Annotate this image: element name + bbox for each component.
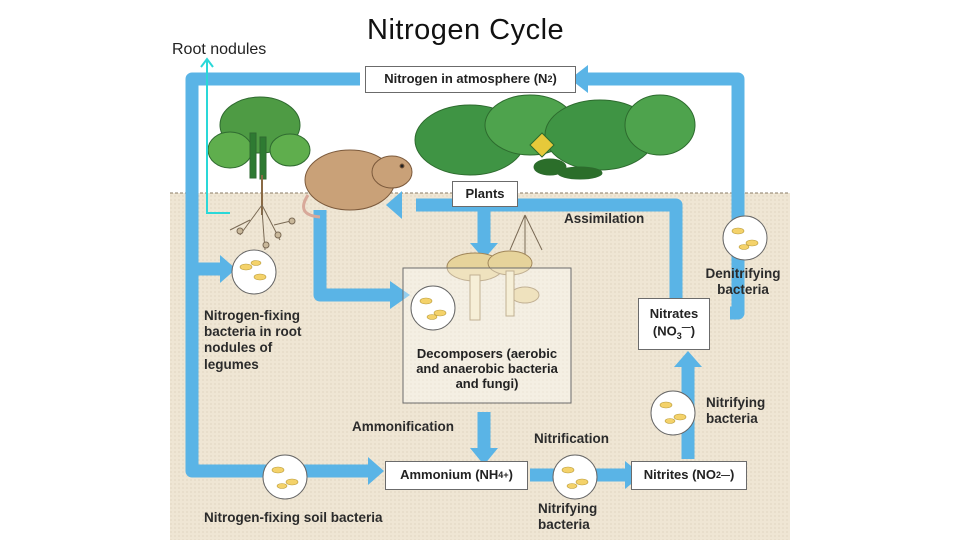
plants-text: Plants [465,185,505,201]
squash-roots [509,214,543,255]
plants-box: Plants [452,181,518,207]
bacteria-circle-nodules [231,249,277,295]
ammonium-text: Ammonium (NH [400,467,499,483]
squash-plant [414,94,696,180]
atmosphere-end: ) [552,71,557,87]
ammonium-sup: + [503,470,509,481]
bacteria-circle-nitrifying-bottom [552,454,598,500]
bacteria-cells [239,227,759,489]
root-system [229,204,296,251]
decomposers-label: Decomposers (aerobic and anaerobic bacte… [404,342,570,397]
decomposers-text: Decomposers (aerobic and anaerobic bacte… [416,346,558,391]
legume-plant [207,96,311,215]
ammonium-sub: 4 [498,470,504,481]
assimilation-label: Assimilation [564,211,645,226]
nitrification-label: Nitrification [534,431,610,446]
callout-line [200,57,230,214]
soil-bacteria-label: Nitrogen-fixing soil bacteria [204,510,383,525]
nitrites-sub: 2 [715,470,721,481]
bacteria-circles [231,215,768,500]
denitrification-arrow [588,72,745,320]
nitrates-formula: (NO [652,323,677,339]
nitrites-end: ) [729,467,735,483]
mushrooms [446,250,540,321]
nitrites-sup: — [720,470,730,481]
nitrates-box: Nitrates (NO3—) [638,298,710,350]
denitrifying-label: Denitrifying bacteria [705,266,781,298]
plant-to-decomposer-arrow [313,210,392,302]
nitrates-line2: (NO3—) [653,322,695,341]
nitrates-line1: Nitrates [649,305,699,321]
ammonification-label: Ammonification [352,419,455,434]
root-nodules-callout: Root nodules [172,41,267,58]
nitrates-sub: 3 [676,330,682,341]
page-title: Nitrogen Cycle [367,14,565,46]
atmosphere-sub: 2 [547,74,553,85]
nitrifying-right-label: Nitrifying bacteria [706,395,766,427]
nitrates-sup: — [681,321,691,332]
arrow-heads [220,65,702,489]
nitrifying-bottom-label: Nitrifying bacteria [538,501,598,533]
nitrites-text: Nitrites (NO [643,467,716,483]
bacteria-circle-nitrifying-right [650,390,696,436]
bacteria-circle-decomposers [410,285,456,331]
nodule-bacteria-label: Nitrogen-fixing bacteria in root nodules… [204,308,302,372]
bacteria-circle-soil [262,454,308,500]
atmosphere-text: Nitrogen in atmosphere (N [384,71,548,87]
ammonium-end: ) [508,467,513,483]
gopher [302,149,413,219]
nitrates-end: ) [690,323,696,339]
bacteria-circle-denitrifying [722,215,768,261]
